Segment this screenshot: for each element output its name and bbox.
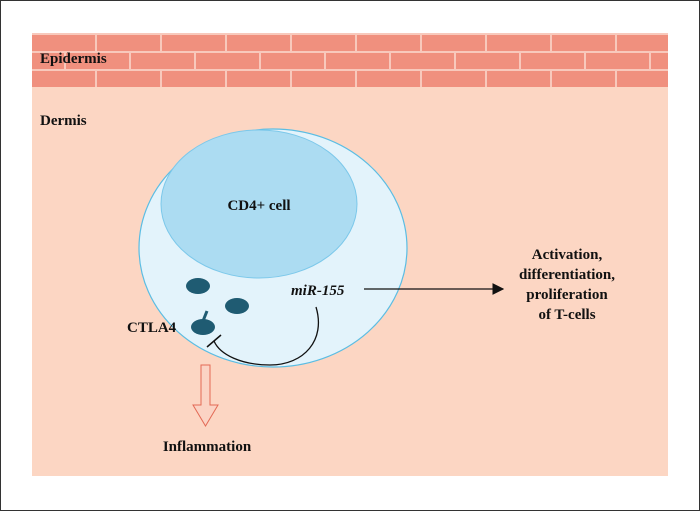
epidermis-brick (227, 35, 290, 51)
epidermis-brick (422, 71, 485, 87)
epidermis-brick (32, 35, 95, 51)
ctla4-label: CTLA4 (127, 320, 177, 336)
outcome-line-2: differentiation, (519, 267, 615, 283)
epidermis-brick (326, 53, 389, 69)
inflammation-arrow (192, 364, 219, 427)
epidermis-brick (487, 35, 550, 51)
epidermis-brick (357, 35, 420, 51)
cd4-cell-label: CD4+ cell (227, 198, 290, 214)
epidermis-brick (66, 53, 129, 69)
epidermis-brick (227, 71, 290, 87)
epidermis-brick (617, 35, 668, 51)
epidermis-label: Epidermis (40, 51, 107, 67)
epidermis-brick (292, 35, 355, 51)
epidermis-brick (97, 35, 160, 51)
epidermis-brick (32, 71, 95, 87)
dermis-label: Dermis (40, 113, 87, 129)
epidermis-brick (651, 53, 668, 69)
outcome-line-1: Activation, (532, 247, 603, 263)
ctla4-vesicle-2 (225, 298, 249, 314)
inhibition-bar (206, 334, 222, 348)
ctla4-vesicle-1 (186, 278, 210, 294)
mir155-label: miR-155 (291, 283, 345, 299)
inhibition-curve (213, 306, 320, 366)
epidermis-brick (131, 53, 194, 69)
epidermis-brick (32, 53, 64, 69)
epidermis-brick (162, 71, 225, 87)
epidermis-brick (552, 35, 615, 51)
outcome-line-3: proliferation (526, 287, 608, 303)
epidermis-brick (162, 35, 225, 51)
epidermis-brick (292, 71, 355, 87)
cd4-cell-nucleus (160, 129, 358, 279)
outcome-line-4: of T-cells (538, 307, 595, 323)
inflammation-label: Inflammation (163, 439, 252, 455)
ctla4-receptor (191, 319, 215, 335)
epidermis-brick (552, 71, 615, 87)
epidermis-brick (357, 71, 420, 87)
epidermis-brick (586, 53, 649, 69)
epidermis-brick (487, 71, 550, 87)
outcome-label: Activation, differentiation, proliferati… (519, 247, 615, 323)
epidermis-brick (196, 53, 259, 69)
epidermis-brick (97, 71, 160, 87)
epidermis-brick (391, 53, 454, 69)
epidermis-brick (617, 71, 668, 87)
epidermis-brick (261, 53, 324, 69)
epidermis-layer (32, 33, 668, 87)
epidermis-brick (456, 53, 519, 69)
epidermis-brick (521, 53, 584, 69)
epidermis-brick (422, 35, 485, 51)
